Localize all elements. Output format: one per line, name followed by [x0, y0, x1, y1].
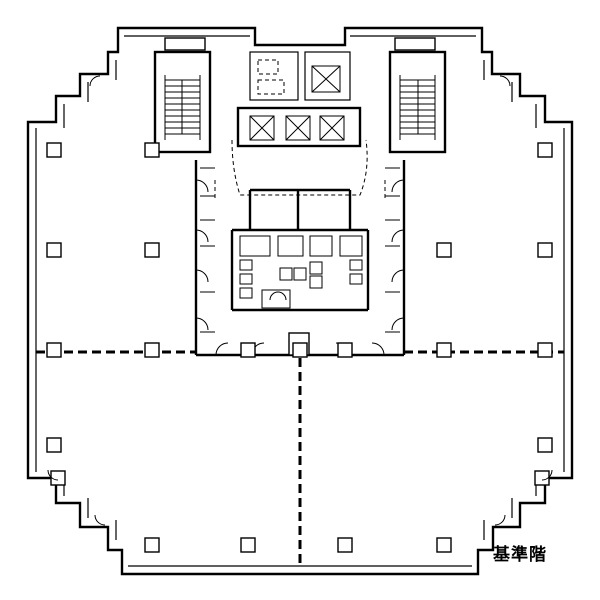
column-18 [337, 537, 353, 553]
column-22 [292, 342, 308, 358]
columns [46, 142, 553, 553]
column-12 [436, 342, 452, 358]
column-15 [537, 437, 553, 453]
floor-label: 基準階 [493, 545, 547, 565]
core [153, 37, 447, 357]
stair-right [388, 50, 447, 154]
column-7 [537, 242, 553, 258]
column-21 [534, 470, 550, 486]
column-8 [46, 342, 62, 358]
column-5 [144, 242, 160, 258]
stair-right-door [394, 37, 436, 51]
column-6 [436, 242, 452, 258]
tenant-division [36, 350, 564, 566]
column-4 [46, 242, 62, 258]
column-11 [337, 342, 353, 358]
column-2 [144, 142, 160, 158]
column-14 [46, 437, 62, 453]
toilets [239, 235, 363, 309]
outer-wall [26, 26, 574, 576]
shaft-left [249, 51, 299, 101]
stair-left [153, 50, 212, 154]
column-9 [144, 342, 160, 358]
shaft-right [304, 51, 351, 101]
stair-left-door [164, 37, 206, 51]
column-1 [46, 142, 62, 158]
column-10 [240, 342, 256, 358]
column-20 [50, 470, 66, 486]
column-13 [537, 342, 553, 358]
column-16 [144, 537, 160, 553]
elevators [236, 106, 362, 148]
column-19 [436, 537, 452, 553]
column-3 [537, 142, 553, 158]
column-17 [240, 537, 256, 553]
